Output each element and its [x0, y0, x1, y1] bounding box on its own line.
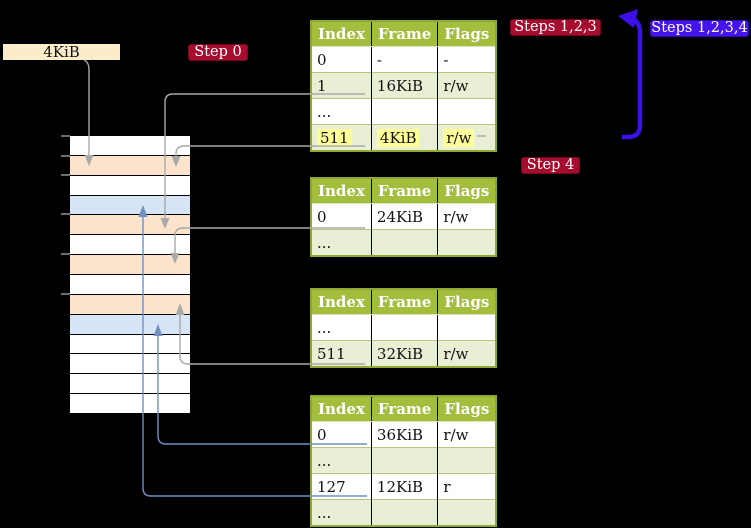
memory-frame-row-peach	[70, 155, 190, 175]
table-cell	[371, 447, 439, 474]
table-cell: 1	[311, 72, 372, 99]
translation-steps-arrow	[618, 9, 643, 140]
table-cell: -	[437, 46, 497, 73]
memory-boundary-ticks	[61, 135, 70, 295]
column-header: Index	[311, 21, 372, 47]
table-cell	[371, 229, 439, 256]
table-cell: r/w	[437, 72, 497, 99]
table-row: ...	[311, 98, 497, 125]
table-cell: r/w	[437, 421, 497, 448]
table-cell: 24KiB	[371, 203, 439, 230]
table-row: ...	[311, 314, 497, 341]
memory-frame-row-peach	[70, 255, 190, 274]
table-cell: 0	[311, 421, 372, 448]
column-header: Frame	[371, 396, 439, 422]
table-cell: r/w	[437, 203, 497, 230]
column-header: Frame	[371, 21, 439, 47]
table-cell: ...	[311, 447, 372, 474]
table-row: 511 4KiB r/w	[311, 124, 497, 151]
table-cell	[371, 499, 439, 526]
highlighted-value: 4KiB	[376, 128, 420, 147]
table-cell	[371, 98, 439, 125]
table-cell	[437, 229, 497, 256]
table-cell: 4KiB	[371, 124, 439, 151]
table-cell: r/w	[437, 124, 497, 151]
table-cell	[371, 314, 439, 341]
memory-frame-row-peach	[70, 294, 190, 314]
step0-badge: Step 0	[188, 44, 248, 61]
table-cell: 36KiB	[371, 421, 439, 448]
table-row: 0--	[311, 46, 497, 73]
memory-frame-row-white	[70, 374, 190, 394]
memory-frame-row-white	[70, 175, 190, 195]
page-size-label: 4KiB	[3, 44, 120, 60]
steps-1234-badge: Steps 1,2,3,4	[650, 20, 749, 37]
column-header: Frame	[371, 289, 439, 315]
highlighted-value: r/w	[443, 128, 475, 147]
steps-123-badge: Steps 1,2,3	[510, 19, 601, 36]
table-cell: 511	[311, 340, 372, 367]
table-row: ...	[311, 229, 497, 256]
table-cell: 0	[311, 203, 372, 230]
table-cell: r/w	[437, 340, 497, 367]
memory-frame-row-white	[70, 136, 190, 155]
step4-badge: Step 4	[521, 157, 580, 174]
memory-frame-row-white	[70, 334, 190, 354]
table-cell: 32KiB	[371, 340, 439, 367]
column-header: Flags	[437, 396, 497, 422]
memory-frame-row-white	[70, 275, 190, 294]
highlighted-value: 511	[317, 128, 352, 147]
table-row: ...	[311, 447, 497, 474]
memory-frame-row-white	[70, 394, 190, 413]
table-cell: ...	[311, 499, 372, 526]
memory-frame-row-white	[70, 235, 190, 255]
column-header: Flags	[437, 289, 497, 315]
table-cell: ...	[311, 229, 372, 256]
column-header: Index	[311, 289, 372, 315]
table-cell	[437, 98, 497, 125]
physical-memory-column	[70, 136, 190, 413]
table-row: ...	[311, 499, 497, 526]
table-cell	[437, 499, 497, 526]
column-header: Index	[311, 178, 372, 204]
table-cell: 12KiB	[371, 473, 439, 500]
table-cell: ...	[311, 98, 372, 125]
table-cell: -	[371, 46, 439, 73]
table-cell: ...	[311, 314, 372, 341]
table-cell	[437, 314, 497, 341]
table-cell: 16KiB	[371, 72, 439, 99]
table-cell: 127	[311, 473, 372, 500]
column-header: Flags	[437, 21, 497, 47]
column-header: Index	[311, 396, 372, 422]
memory-frame-row-blue	[70, 314, 190, 334]
column-header: Flags	[437, 178, 497, 204]
table-cell: 511	[311, 124, 372, 151]
column-header: Frame	[371, 178, 439, 204]
memory-frame-row-blue	[70, 195, 190, 215]
memory-frame-row-peach	[70, 215, 190, 235]
memory-frame-row-white	[70, 354, 190, 374]
table-cell: 0	[311, 46, 372, 73]
table-cell	[437, 447, 497, 474]
table-cell: r	[437, 473, 497, 500]
